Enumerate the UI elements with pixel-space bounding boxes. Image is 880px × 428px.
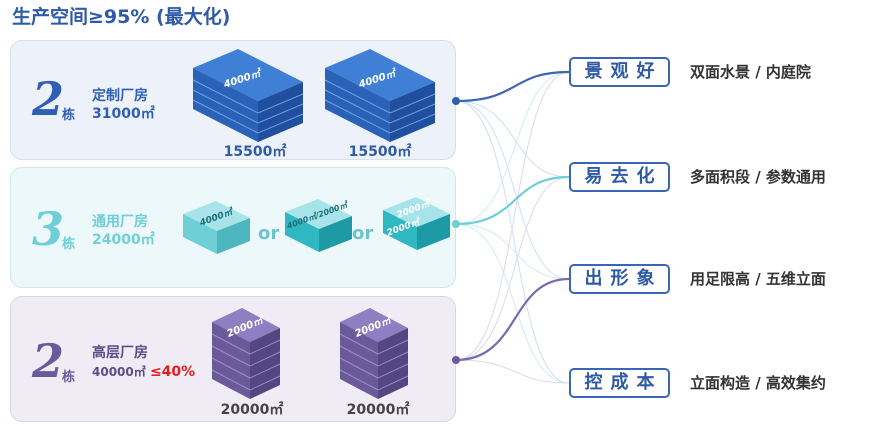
main-connector [455, 277, 570, 362]
node-dot [452, 97, 460, 105]
group-unit: 栋 [62, 237, 76, 252]
benefit-tag-marketable: 易去化 [569, 162, 670, 192]
group-count: 2 [32, 72, 65, 126]
group-area: 40000㎡ ≤40% [92, 364, 196, 380]
benefit-desc: 多面积段 / 参数通用 [690, 168, 826, 186]
building-custom-1: 4000㎡ [192, 49, 304, 142]
group-unit: 栋 [62, 370, 76, 385]
benefit-desc: 立面构造 / 高效集约 [690, 374, 826, 392]
block-sub-area: 20000㎡ [347, 401, 410, 418]
group-type: 高层厂房 [92, 345, 148, 361]
block-sub-area: 15500㎡ [349, 143, 412, 160]
group-type: 定制厂房 [92, 88, 148, 104]
benefit-tag-landscape: 景观好 [569, 57, 670, 87]
group-area: 31000㎡ [92, 106, 155, 122]
ratio-label: ≤40% [149, 364, 196, 380]
building-general-3: 2000㎡ 2000㎡ [383, 197, 450, 250]
benefit-tag-cost: 控成本 [569, 368, 670, 398]
benefit-desc: 用足限高 / 五维立面 [690, 270, 826, 288]
building-custom-2: 4000㎡ [324, 49, 436, 142]
benefit-tag-image: 出形象 [569, 264, 670, 294]
page-title: 生产空间≥95% (最大化) [12, 6, 231, 28]
block-sub-area: 20000㎡ [221, 401, 284, 418]
building-highrise-2: 2000㎡ [339, 308, 409, 399]
group-type: 通用厂房 [92, 214, 148, 230]
node-dot [452, 220, 460, 228]
building-general-1: 4000㎡ [183, 201, 250, 254]
or-label: or [258, 223, 279, 244]
or-label: or [352, 223, 373, 244]
block-sub-area: 15500㎡ [224, 143, 287, 160]
main-connector [455, 70, 570, 103]
benefit-desc: 双面水景 / 内庭院 [690, 63, 811, 81]
node-dot [452, 356, 460, 364]
group-area: 24000㎡ [92, 232, 155, 248]
main-connector [455, 175, 570, 226]
building-highrise-1: 2000㎡ [211, 308, 281, 399]
group-count: 2 [32, 334, 65, 388]
group-count: 3 [32, 202, 65, 256]
group-unit: 栋 [62, 108, 76, 123]
